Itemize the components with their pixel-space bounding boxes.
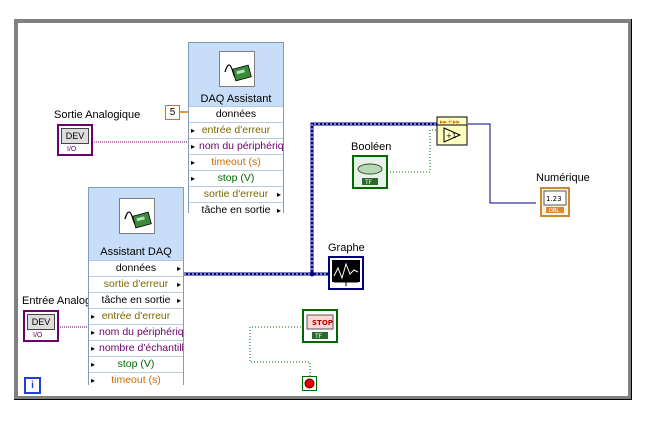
daq-top-row-entree-erreur[interactable]: ▸entrée d'erreur [189, 122, 283, 138]
numerique-type: DBL [549, 208, 559, 214]
daq-bottom-row-sortie-erreur[interactable]: sortie d'erreur▸ [89, 276, 183, 292]
daq-top-title: DAQ Assistant [200, 93, 272, 105]
while-loop-shadow [14, 19, 632, 400]
stop-button-label: STOP [312, 319, 333, 327]
sortie-io-text: I/O [67, 146, 77, 153]
graphe-indicator[interactable] [328, 256, 364, 290]
daq-top-row-nom-peripherique[interactable]: ▸nom du périphériq [189, 138, 283, 152]
daq-bottom-row-stop[interactable]: ▸stop (V) [89, 356, 183, 372]
booleen-indicator[interactable]: TF [352, 155, 388, 189]
wire-stop [249, 326, 311, 376]
daq-top-row-timeout[interactable]: ▸timeout (s) [189, 154, 283, 170]
numerique-label: Numérique [536, 172, 590, 184]
numerique-value: 1.23 [546, 195, 562, 203]
daq-bottom-row-entree-erreur[interactable]: ▸entrée d'erreur [89, 308, 183, 324]
daq-assistant-bottom[interactable]: Assistant DAQ données▸ sortie d'erreur▸ … [88, 187, 184, 388]
daq-bottom-row-tache-sortie[interactable]: tâche en sortie▸ [89, 292, 183, 308]
iteration-terminal: i [24, 377, 41, 394]
daq-top-row-stop[interactable]: ▸stop (V) [189, 170, 283, 186]
daq-icon [119, 198, 155, 234]
wire-bool-compare [388, 129, 436, 173]
daq-assistant-top[interactable]: DAQ Assistant données ▸entrée d'erreur ▸… [188, 42, 284, 218]
svg-text:+1: +1 [446, 132, 456, 140]
daq-top-row-sortie-erreur[interactable]: sortie d'erreur▸ [189, 186, 283, 202]
daq-bottom-row-donnees[interactable]: données▸ [89, 260, 183, 276]
stop-tf: TF [314, 333, 323, 340]
stop-button-terminal[interactable]: STOP TF [302, 309, 338, 343]
graphe-label: Graphe [328, 242, 365, 254]
loop-condition-terminal[interactable] [302, 376, 317, 391]
sortie-analogique-label: Sortie Analogique [54, 109, 141, 121]
sortie-dev-text: DEV [61, 128, 89, 144]
entree-dev-text: DEV [27, 314, 55, 330]
daq-bottom-row-nombre-echantillons[interactable]: ▸nombre d'échantill [89, 340, 183, 354]
daq-bottom-row-nom-peripherique[interactable]: ▸nom du périphériq [89, 324, 183, 338]
svg-text:▸▸+▸▸: ▸▸+▸▸ [440, 118, 460, 126]
daq-bottom-row-timeout[interactable]: ▸timeout (s) [89, 372, 183, 388]
entree-io-text: I/O [33, 332, 43, 339]
daq-top-row-donnees[interactable]: données [189, 106, 283, 122]
daq-top-row-tache-sortie[interactable]: tâche en sortie▸ [189, 202, 283, 218]
wire-numeric-out [468, 123, 536, 204]
entree-analogique-terminal[interactable]: DEV I/O [23, 310, 59, 342]
numerique-indicator[interactable]: 1.23 DBL [540, 187, 570, 217]
numeric-constant[interactable]: 5 [165, 105, 180, 120]
daq-icon [219, 51, 255, 87]
sortie-analogique-terminal[interactable]: DEV I/O [57, 124, 93, 156]
booleen-tf: TF [364, 179, 373, 186]
booleen-label: Booléen [351, 141, 392, 153]
compare-function[interactable]: ▸▸+▸▸ +1 [436, 116, 468, 146]
daq-bottom-title: Assistant DAQ [100, 246, 172, 258]
